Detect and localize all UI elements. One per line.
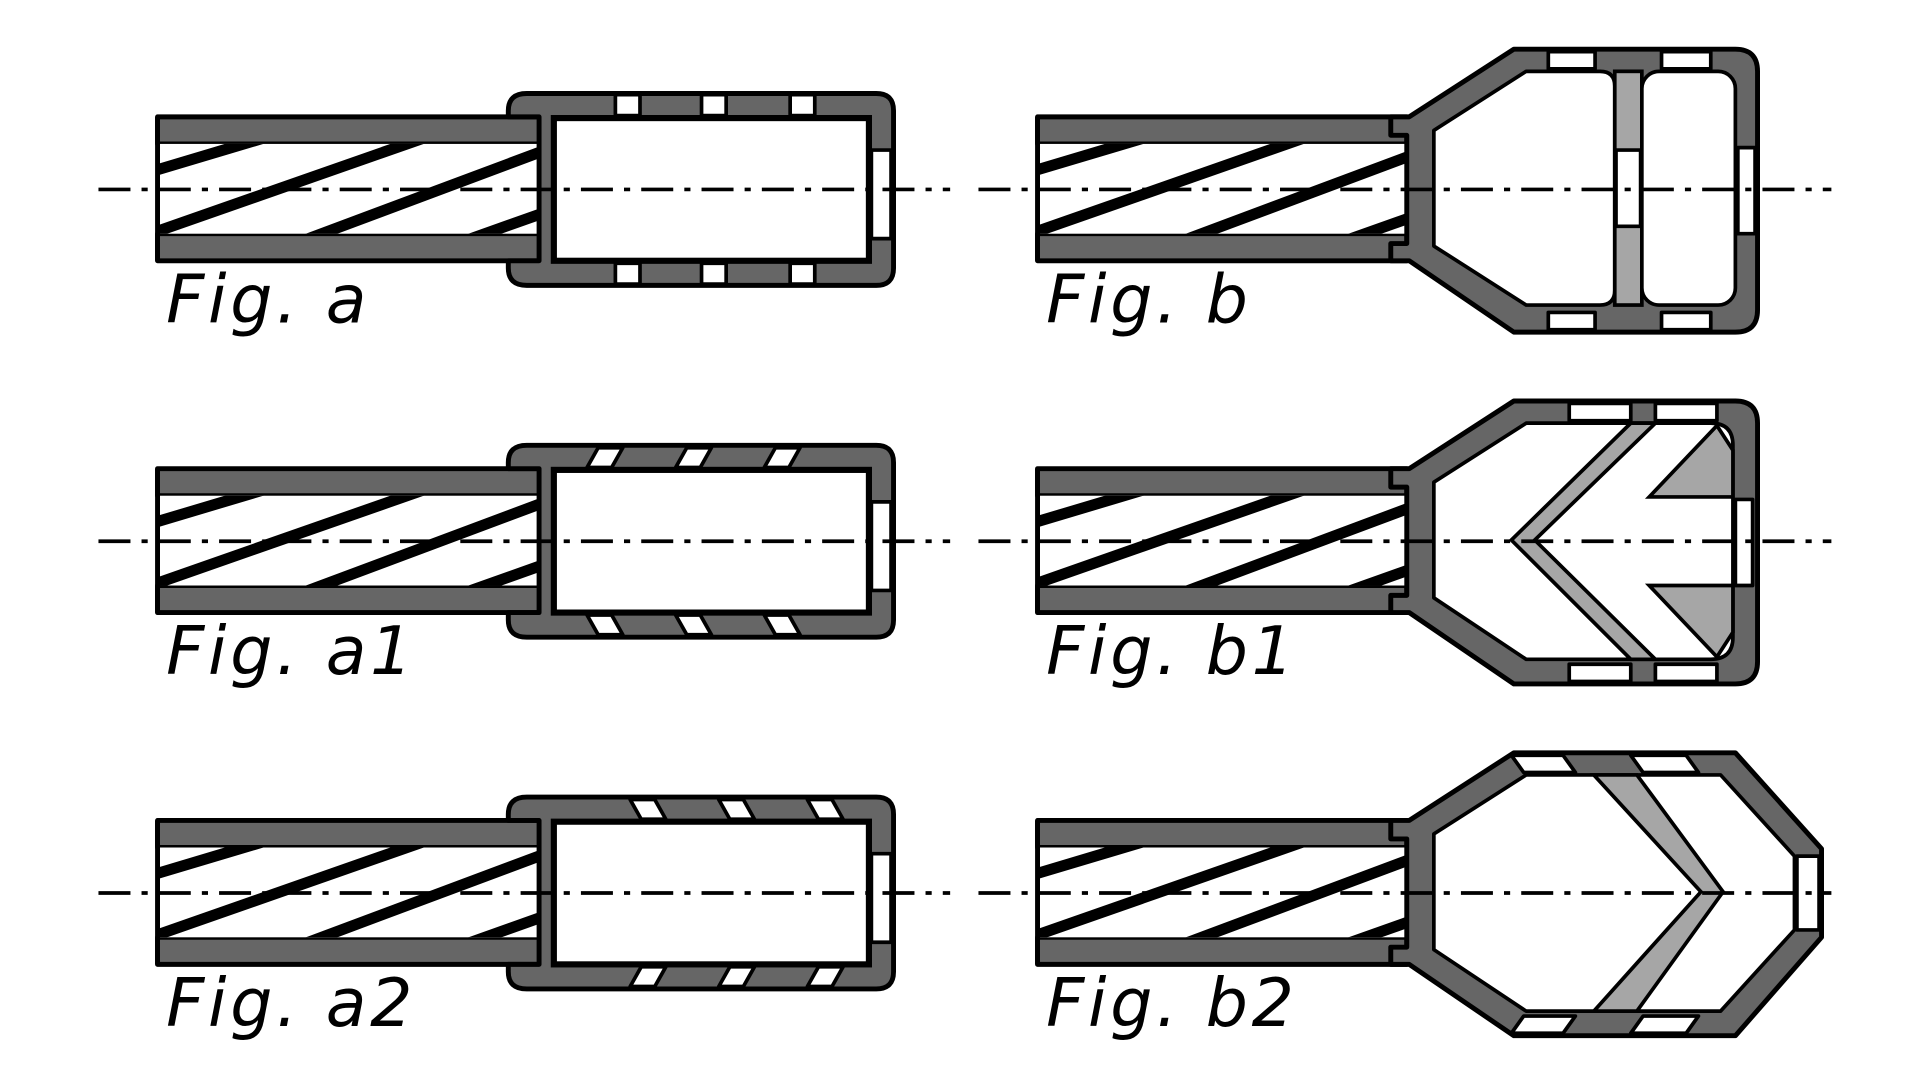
figure-b1: Fig. b1	[978, 401, 1832, 690]
figure-label-a1: Fig. a1	[166, 612, 416, 690]
figure-label-a: Fig. a	[166, 260, 370, 338]
figure-a1: Fig. a1	[98, 445, 951, 690]
figure-b: Fig. b	[978, 49, 1832, 338]
figure-label-a2: Fig. a2	[166, 964, 416, 1042]
figure-a2: Fig. a2	[98, 797, 951, 1042]
figure-label-b: Fig. b	[1046, 260, 1251, 338]
figure-label-b1: Fig. b1	[1046, 612, 1297, 690]
figure-b2: Fig. b2	[978, 753, 1832, 1042]
figure-label-b2: Fig. b2	[1046, 964, 1297, 1042]
figure-a: Fig. a	[98, 93, 951, 338]
